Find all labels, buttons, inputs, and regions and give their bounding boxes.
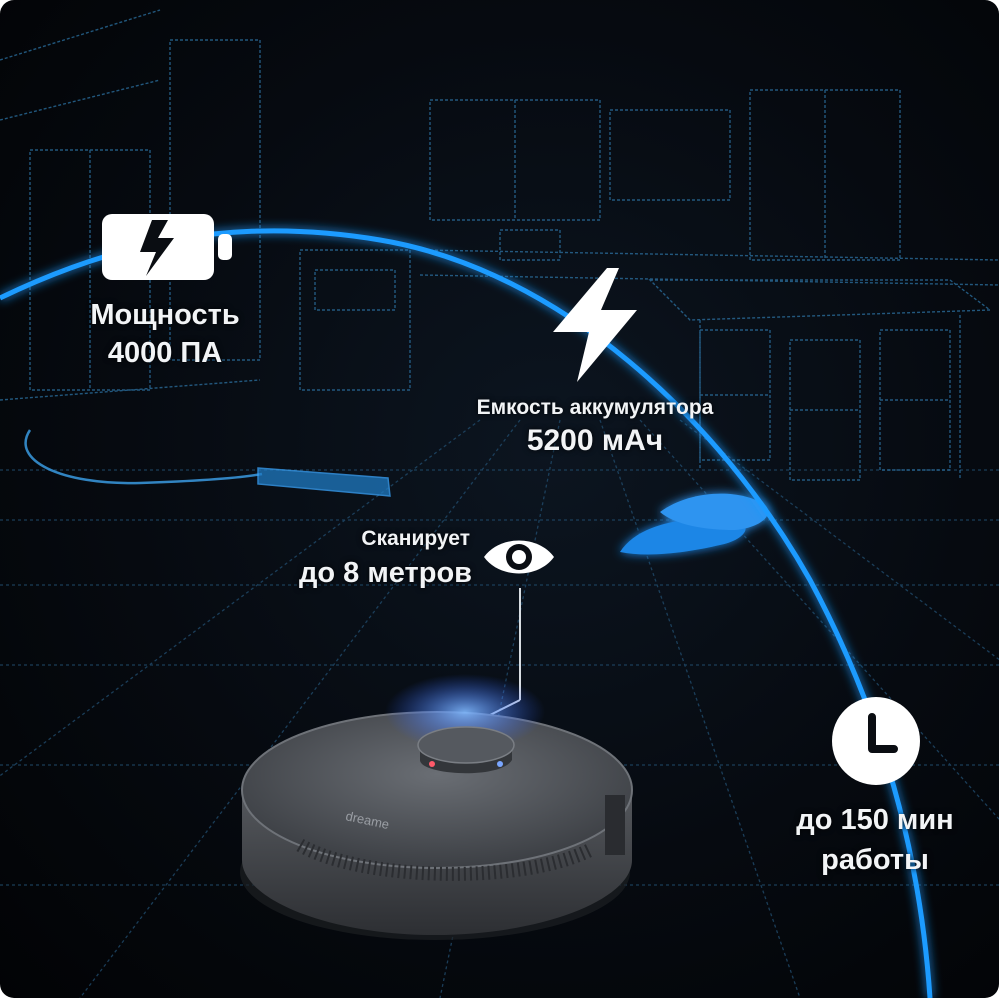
clock-icon [832,697,920,785]
power-value: 4000 ПА [107,337,223,369]
runtime-unit: работы [821,844,929,876]
slippers [620,493,769,555]
power-strip [24,429,391,497]
robot-vacuum: dreame [240,674,633,940]
runtime-value: до 150 мин [796,804,954,836]
eye-icon [484,540,554,574]
power-label: Мощность 4000 ПА [70,296,260,372]
battery-capacity-title: Емкость аккумулятора [476,396,714,419]
wireframe-furniture [0,9,999,481]
lightning-bolt-icon [553,268,637,382]
scan-range-value: до 8 метров [298,557,472,589]
power-title: Мощность [90,299,240,331]
scan-range-title: Сканирует [361,527,470,550]
battery-charging-icon [102,214,232,280]
battery-capacity-value: 5200 мАч [526,424,664,457]
runtime-label: до 150 мин работы [770,800,980,880]
